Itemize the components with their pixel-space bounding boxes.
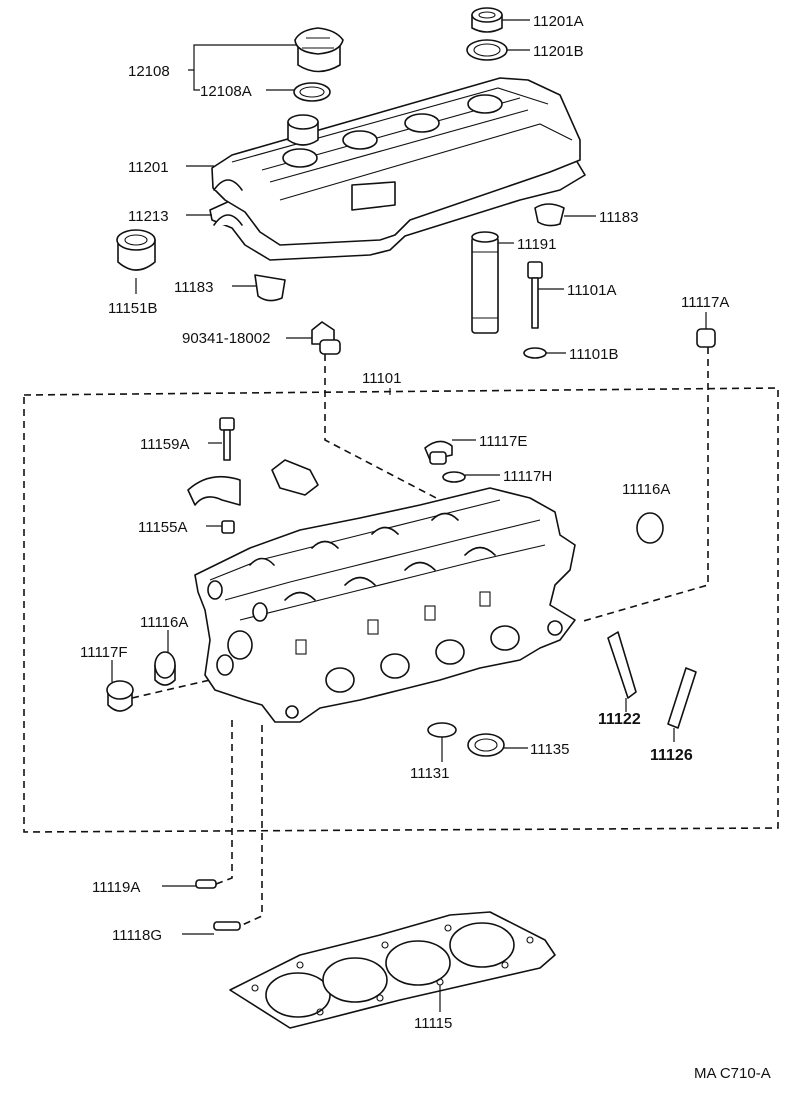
plug-11117E[interactable] xyxy=(424,440,453,465)
seal-11201B[interactable] xyxy=(466,39,508,61)
cam-bracket[interactable] xyxy=(271,459,319,496)
label-11191: 11191 xyxy=(517,236,557,253)
label-11119A: 11119A xyxy=(92,879,140,896)
install-line-11117A xyxy=(579,347,709,623)
label-11183-left: 11183 xyxy=(174,279,214,296)
label-11117E: 11117E xyxy=(479,433,527,450)
valve-cover[interactable] xyxy=(209,77,586,261)
ring-11117H[interactable] xyxy=(442,471,466,483)
install-line-11117F xyxy=(131,679,211,699)
label-12108: 12108 xyxy=(128,63,170,80)
label-11116A-left: 11116A xyxy=(140,614,188,631)
label-11117A: 11117A xyxy=(681,294,729,311)
head-gasket[interactable] xyxy=(229,911,556,1029)
label-11116A-right: 11116A xyxy=(622,481,670,498)
label-11155A: 11155A xyxy=(138,519,188,536)
bearing-cap[interactable] xyxy=(187,475,241,506)
label-11159A: 11159A xyxy=(140,436,190,453)
label-11201A: 11201A xyxy=(533,13,584,30)
plug-90341-18002[interactable] xyxy=(311,321,341,355)
half-moon-plug-right[interactable] xyxy=(534,203,565,227)
plug-11117F[interactable] xyxy=(106,680,134,712)
seal-11135[interactable] xyxy=(467,733,505,757)
stud-bolt-11101A[interactable] xyxy=(527,261,543,329)
assembly-boundary xyxy=(23,387,779,833)
cylinder-head[interactable] xyxy=(194,487,576,723)
label-11213: 11213 xyxy=(128,208,169,225)
expansion-plug-right[interactable] xyxy=(636,512,664,544)
label-11151B: 11151B xyxy=(108,300,158,317)
label-11122: 11122 xyxy=(598,711,641,728)
expansion-plug-left[interactable] xyxy=(154,651,176,686)
seal-ring-11151B[interactable] xyxy=(116,229,156,271)
diagram-code: MA C710-A xyxy=(694,1065,771,1082)
label-11101B: 11101B xyxy=(569,346,619,363)
grommet-11201A[interactable] xyxy=(471,7,503,33)
label-11201B: 11201B xyxy=(533,43,584,60)
label-11101A: 11101A xyxy=(567,282,617,299)
label-11101: 11101 xyxy=(362,370,402,387)
washer-11101B[interactable] xyxy=(523,347,547,359)
seal-11131[interactable] xyxy=(427,722,457,738)
plug-11117A[interactable] xyxy=(696,328,716,348)
label-90341-18002: 90341-18002 xyxy=(182,330,270,347)
label-11118G: 11118G xyxy=(112,927,162,944)
sleeve-11155A[interactable] xyxy=(221,520,235,534)
pin-11119A[interactable] xyxy=(195,879,217,889)
label-11201: 11201 xyxy=(128,159,169,176)
label-11117H: 11117H xyxy=(503,468,552,485)
label-11131: 11131 xyxy=(410,765,450,782)
label-11135: 11135 xyxy=(530,741,570,758)
spark-plug-tube[interactable] xyxy=(471,231,499,334)
install-line-11119A xyxy=(215,720,233,885)
label-11183-right: 11183 xyxy=(599,209,639,226)
install-line-11118G xyxy=(239,725,263,927)
oil-filler-cap[interactable] xyxy=(294,27,344,73)
pin-11118G[interactable] xyxy=(213,921,241,931)
leader-12108 xyxy=(188,44,296,91)
label-11126: 11126 xyxy=(650,747,693,764)
valve-guide-11126[interactable] xyxy=(667,667,697,729)
label-12108A: 12108A xyxy=(200,83,252,100)
bolt-11159A[interactable] xyxy=(219,417,235,461)
half-moon-plug-left[interactable] xyxy=(254,274,286,302)
valve-guide-11122[interactable] xyxy=(607,631,637,699)
filler-cap-gasket[interactable] xyxy=(293,82,331,102)
install-line-plug xyxy=(324,354,441,501)
label-11115: 11115 xyxy=(414,1015,452,1032)
label-11117F: 11117F xyxy=(80,644,128,661)
